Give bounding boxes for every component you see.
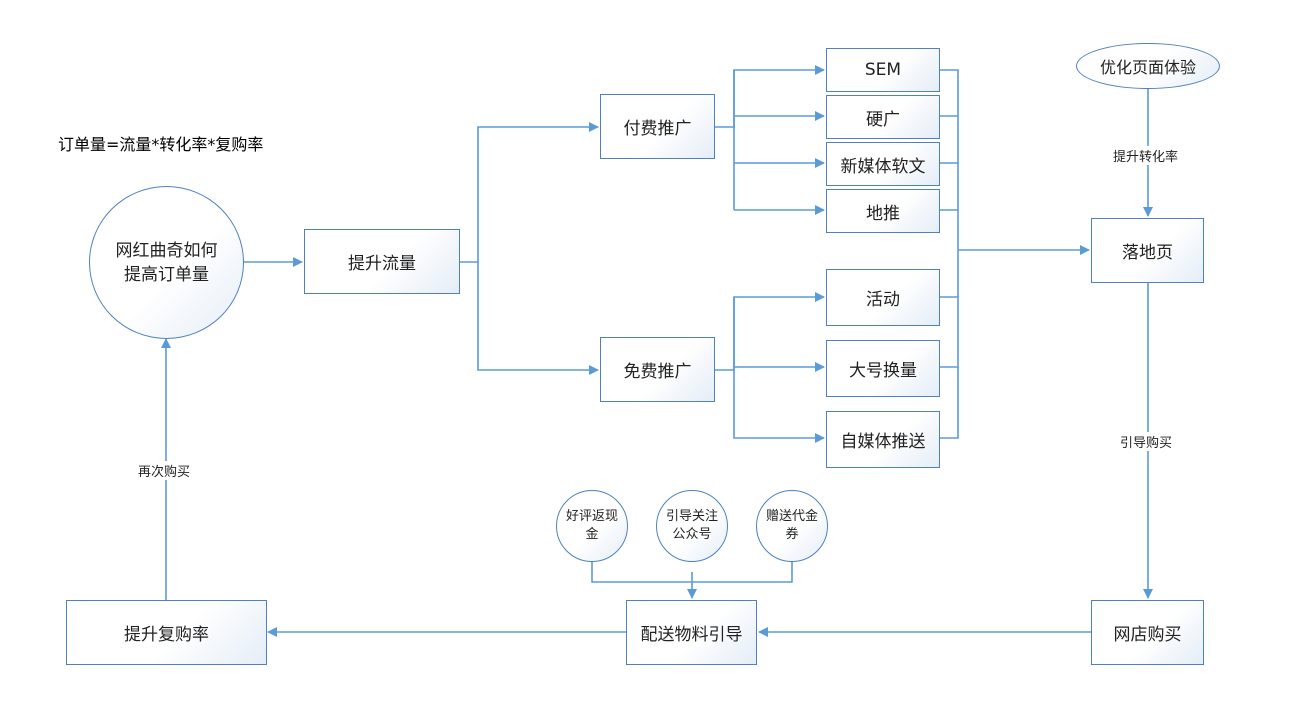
ground-promotion-node: 地推 bbox=[826, 189, 940, 233]
buy-again-label: 再次购买 bbox=[138, 461, 191, 480]
sem-node: SEM bbox=[826, 48, 940, 92]
join-lines bbox=[940, 69, 959, 439]
arrow-paid-to-new-media bbox=[733, 70, 824, 210]
arrow-free-to-activity bbox=[715, 292, 825, 371]
arrow-traffic-to-free bbox=[477, 262, 599, 375]
traffic-node: 提升流量 bbox=[304, 229, 460, 294]
shop-purchase-node: 网店购买 bbox=[1091, 600, 1204, 665]
center-goal-node: 网红曲奇如何提高订单量 bbox=[89, 186, 244, 339]
arrow-traffic-to-paid bbox=[460, 122, 599, 263]
hard-ad-node: 硬广 bbox=[826, 95, 940, 139]
landing-page-node: 落地页 bbox=[1091, 218, 1204, 283]
arrow-paid-to-sem bbox=[715, 65, 825, 128]
conversion-label: 提升转化率 bbox=[1113, 146, 1179, 165]
delivery-material-node: 配送物料引导 bbox=[626, 600, 757, 665]
activity-node: 活动 bbox=[826, 269, 940, 326]
follow-account-node: 引导关注公众号 bbox=[656, 490, 728, 562]
big-account-node: 大号换量 bbox=[826, 340, 940, 397]
formula-text: 订单量=流量*转化率*复购率 bbox=[58, 135, 264, 154]
good-review-node: 好评返现金 bbox=[556, 490, 628, 562]
coupon-node: 赠送代金券 bbox=[756, 490, 828, 562]
new-media-node: 新媒体软文 bbox=[826, 142, 940, 186]
repurchase-node: 提升复购率 bbox=[66, 600, 267, 665]
optimize-experience-node: 优化页面体验 bbox=[1076, 43, 1220, 89]
guide-buy-label: 引导购买 bbox=[1120, 432, 1173, 451]
paid-promotion-node: 付费推广 bbox=[600, 94, 715, 159]
arrow-free-to-self-media bbox=[733, 297, 825, 443]
free-promotion-node: 免费推广 bbox=[600, 337, 715, 402]
arrow-circles-to-delivery bbox=[591, 562, 793, 598]
self-media-node: 自媒体推送 bbox=[826, 411, 940, 468]
